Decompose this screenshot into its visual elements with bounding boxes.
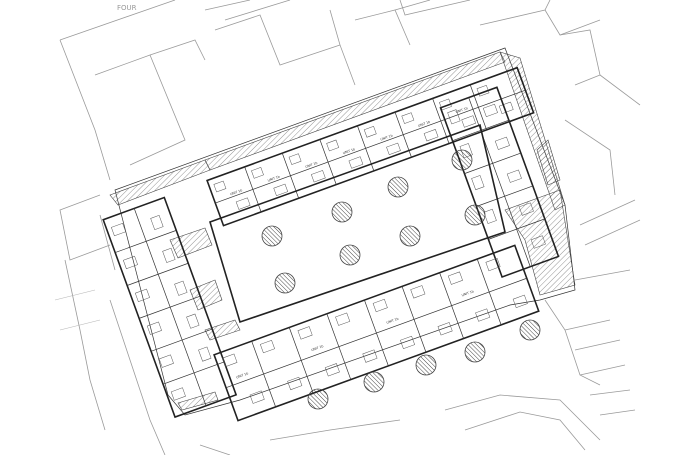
west-unit-wing <box>102 196 238 419</box>
tree <box>339 244 361 266</box>
tree <box>274 272 296 294</box>
unit-label: UNIT 1b <box>417 120 430 128</box>
unit-label: UNIT 1b <box>455 106 468 114</box>
unit-label: UNIT 1b <box>386 317 399 325</box>
unit-label: UNIT 1b <box>230 188 243 196</box>
south-unit-block: UNIT 1b UNIT 1b UNIT 1b UNIT 1b <box>213 244 540 422</box>
tree <box>519 319 541 341</box>
tree <box>387 176 409 198</box>
unit-label: UNIT 1b <box>380 134 393 142</box>
tree <box>261 225 283 247</box>
unit-label: UNIT 1b <box>342 147 355 155</box>
unit-label: UNIT 1b <box>267 175 280 183</box>
street-label: FOUR <box>117 4 137 12</box>
tree <box>451 149 473 171</box>
tree <box>307 388 329 410</box>
unit-label: UNIT 1b <box>236 371 249 379</box>
unit-label: UNIT 1b <box>311 344 324 352</box>
courtyard-outline <box>209 123 506 324</box>
tree <box>363 371 385 393</box>
tree <box>331 201 353 223</box>
north-unit-row: UNIT 1b UNIT 1b UNIT 1b UNIT 1b UNIT 1b … <box>206 66 535 227</box>
tree <box>464 341 486 363</box>
unit-label: UNIT 1b <box>461 289 474 297</box>
context-lines <box>54 0 641 455</box>
perimeter-hatching <box>109 51 576 411</box>
unit-label: UNIT 1b <box>305 161 318 169</box>
site-boundary <box>114 47 576 416</box>
courtyard-trees <box>261 149 486 294</box>
street-trees <box>307 319 541 410</box>
tree <box>415 354 437 376</box>
tree <box>399 225 421 247</box>
tree <box>464 204 486 226</box>
